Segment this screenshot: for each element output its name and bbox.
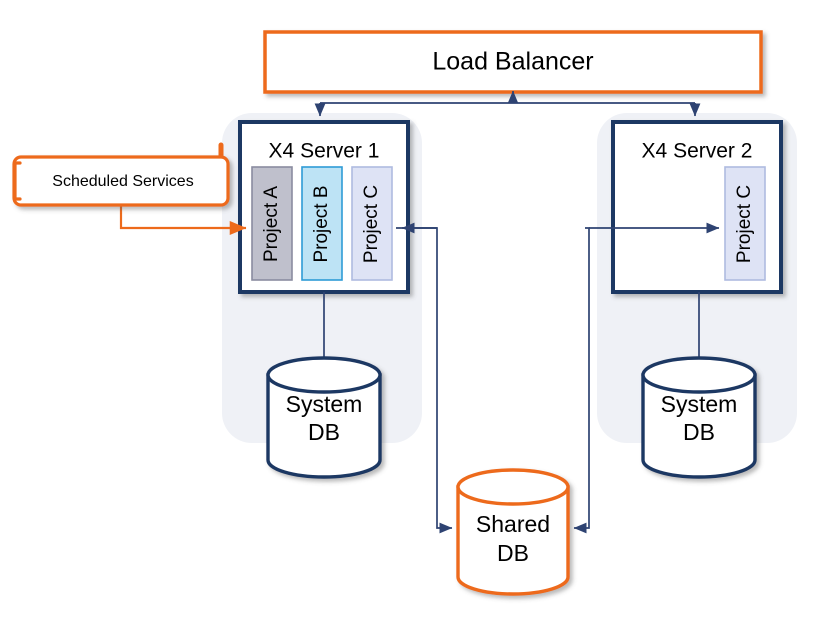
project-c-container[interactable]: Project C — [351, 166, 393, 281]
server-2-to-shared-db-connector — [573, 227, 590, 534]
project-b-container[interactable]: Project B — [301, 166, 343, 281]
system-db-body — [641, 373, 757, 479]
project-a-label: Project A — [261, 186, 282, 262]
server-2-label: X4 Server 2 — [642, 140, 753, 163]
server-1[interactable]: X4 Server 1 Project A Project B Project … — [238, 120, 410, 294]
project-b-label: Project B — [311, 185, 332, 262]
shared-db-label-line1: Shared — [476, 511, 550, 537]
load-balancer[interactable]: Load Balancer — [263, 30, 763, 94]
server-1-label: X4 Server 1 — [269, 140, 380, 163]
server-1-system-db[interactable]: System DB — [266, 356, 382, 479]
shared-db-top — [456, 468, 570, 506]
scheduled-services-label: Scheduled Services — [52, 173, 193, 190]
server-2-project-c-label: Project C — [734, 185, 755, 263]
server-2-system-db-label-line1: System — [661, 391, 738, 417]
server-2[interactable]: X4 Server 2 Project C — [611, 120, 783, 294]
server-2-project-c-box — [724, 166, 766, 281]
system-db-body — [266, 373, 382, 479]
system-db-top — [641, 356, 757, 394]
project-c-label: Project C — [361, 185, 382, 263]
server-2-system-db-label-line2: DB — [683, 419, 715, 445]
note-to-project-a-connector — [119, 205, 247, 236]
shared-db-body — [456, 485, 570, 596]
shared-db-label-line2: DB — [497, 540, 529, 566]
scheduled-services-note[interactable]: Scheduled Services — [12, 142, 230, 207]
project-b-box — [301, 166, 343, 281]
project-a-container[interactable]: Project A — [251, 166, 293, 281]
server-2-system-db[interactable]: System DB — [641, 356, 757, 479]
shared-db[interactable]: Shared DB — [456, 468, 570, 596]
load-balancer-label: Load Balancer — [432, 48, 593, 76]
server-2-project-c-container[interactable]: Project C — [724, 166, 766, 281]
server-1-system-db-label-line2: DB — [308, 419, 340, 445]
project-c-box — [351, 166, 393, 281]
load-balancer-box — [263, 30, 763, 94]
system-db-top — [266, 356, 382, 394]
project-a-box — [251, 166, 293, 281]
server-1-system-db-label-line1: System — [286, 391, 363, 417]
load-balancer-bus — [314, 90, 701, 117]
note-bracket-icon — [13, 161, 22, 201]
